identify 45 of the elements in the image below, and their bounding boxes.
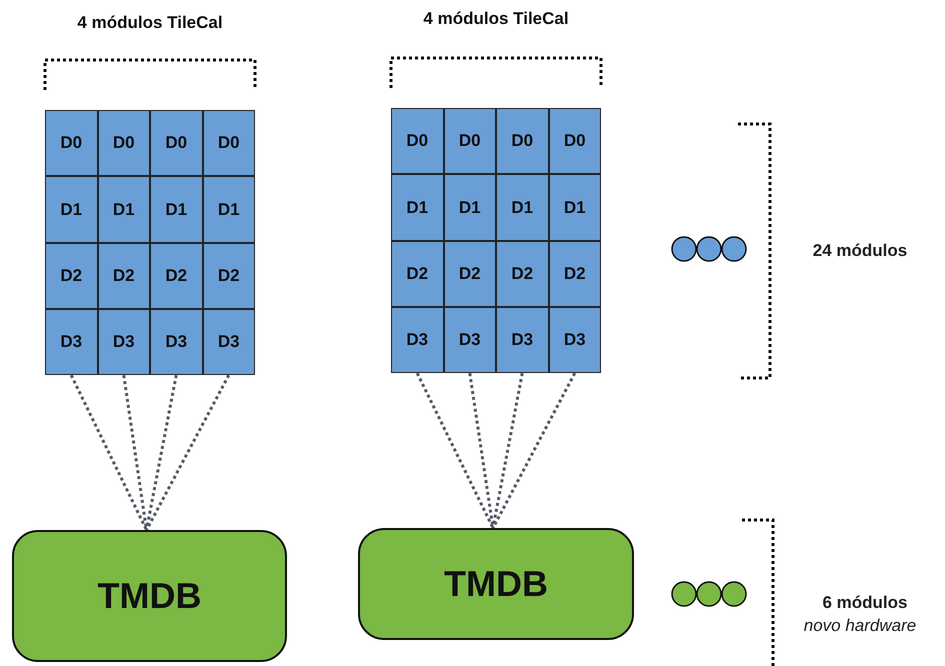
module-cell: D3 bbox=[548, 306, 601, 374]
module-cell: D0 bbox=[98, 110, 150, 176]
module-cell: D1 bbox=[150, 176, 202, 243]
module-cell: D1 bbox=[444, 174, 496, 241]
module-cell: D2 bbox=[150, 242, 202, 309]
dotted-connector bbox=[145, 374, 178, 530]
module-cell: D1 bbox=[98, 176, 150, 243]
module-cell: D0 bbox=[444, 108, 496, 174]
module-cell: D1 bbox=[202, 176, 255, 243]
module-cell: D2 bbox=[391, 240, 444, 307]
module-cell: D1 bbox=[548, 174, 601, 241]
module-cell: D0 bbox=[45, 110, 98, 176]
label-text: 4 módulos TileCal bbox=[422, 8, 570, 30]
module-cell: D1 bbox=[391, 174, 444, 241]
module-cell: D2 bbox=[496, 240, 548, 307]
board-box: TMDB bbox=[358, 528, 634, 640]
module-cell: D0 bbox=[202, 110, 255, 176]
label-text: 24 módulos bbox=[812, 240, 908, 262]
module-cell: D0 bbox=[391, 108, 444, 174]
module-cell: D0 bbox=[548, 108, 601, 174]
module-cell: D3 bbox=[98, 308, 150, 376]
module-cell: D2 bbox=[444, 240, 496, 307]
module-cell: D2 bbox=[45, 242, 98, 309]
dotted-connector bbox=[416, 372, 494, 529]
module-cell: D0 bbox=[496, 108, 548, 174]
label-text: 6 módulos bbox=[821, 592, 908, 614]
dotted-connector bbox=[70, 374, 148, 531]
module-cell: D3 bbox=[45, 308, 98, 376]
module-cell: D3 bbox=[496, 306, 548, 374]
board-box: TMDB bbox=[12, 530, 287, 662]
module-cell: D3 bbox=[391, 306, 444, 374]
module-cell: D2 bbox=[202, 242, 255, 309]
module-cell: D1 bbox=[45, 176, 98, 243]
module-cell: D3 bbox=[202, 308, 255, 376]
dotted-connector bbox=[492, 372, 576, 529]
module-cell: D2 bbox=[548, 240, 601, 307]
label-text: 4 módulos TileCal bbox=[76, 12, 224, 34]
dotted-connector bbox=[492, 372, 524, 528]
module-cell: D3 bbox=[444, 306, 496, 374]
module-cell: D1 bbox=[496, 174, 548, 241]
label-text: novo hardware bbox=[802, 615, 918, 637]
module-cell: D2 bbox=[98, 242, 150, 309]
dotted-connector bbox=[145, 374, 230, 531]
module-cell: D0 bbox=[150, 110, 202, 176]
module-cell: D3 bbox=[150, 308, 202, 376]
